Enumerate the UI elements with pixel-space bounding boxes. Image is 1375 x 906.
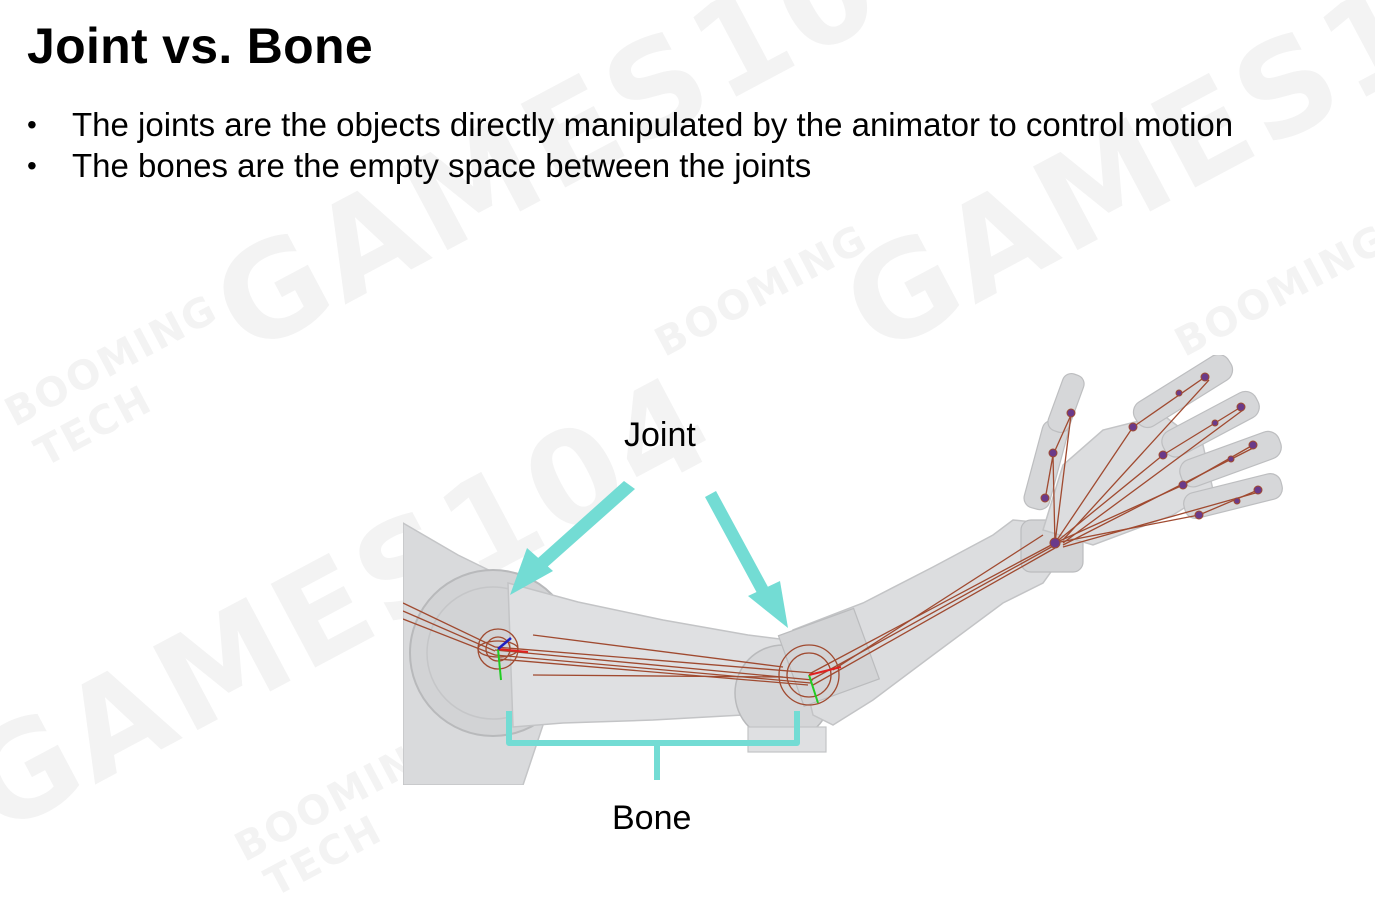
bullet-dot-icon: • (27, 150, 37, 181)
bullet-list: • The joints are the objects directly man… (27, 104, 1233, 186)
bullet-text: The bones are the empty space between th… (72, 147, 812, 184)
bullet-text: The joints are the objects directly mani… (72, 106, 1234, 143)
elbow-joint-gizmo (778, 644, 842, 706)
bullet-item: • The joints are the objects directly man… (27, 104, 1233, 145)
bone-label: Bone (612, 799, 692, 837)
bone-bracket-icon (506, 711, 800, 780)
joint-label: Joint (624, 416, 696, 454)
watermark-tech: TECH (257, 806, 391, 906)
joint-arrow-icon (705, 491, 788, 628)
bullet-dot-icon: • (27, 109, 37, 140)
shoulder-joint-gizmo (477, 628, 529, 681)
watermark-games104: GAMES104 (820, 0, 1375, 385)
watermark-booming: BOOMING (0, 285, 226, 437)
watermark-booming: BOOMING (1167, 215, 1375, 367)
finger-joint-markers (1040, 372, 1263, 549)
skeleton-lines (403, 376, 1260, 686)
watermark-tech: TECH (27, 376, 161, 477)
watermark-booming: BOOMING (647, 215, 876, 367)
arm-skeleton-illustration (403, 355, 1283, 785)
bullet-item: • The bones are the empty space between t… (27, 145, 1233, 186)
joint-arrow-icon (510, 481, 635, 595)
finger-mesh (1183, 473, 1283, 519)
slide-title: Joint vs. Bone (27, 18, 373, 74)
